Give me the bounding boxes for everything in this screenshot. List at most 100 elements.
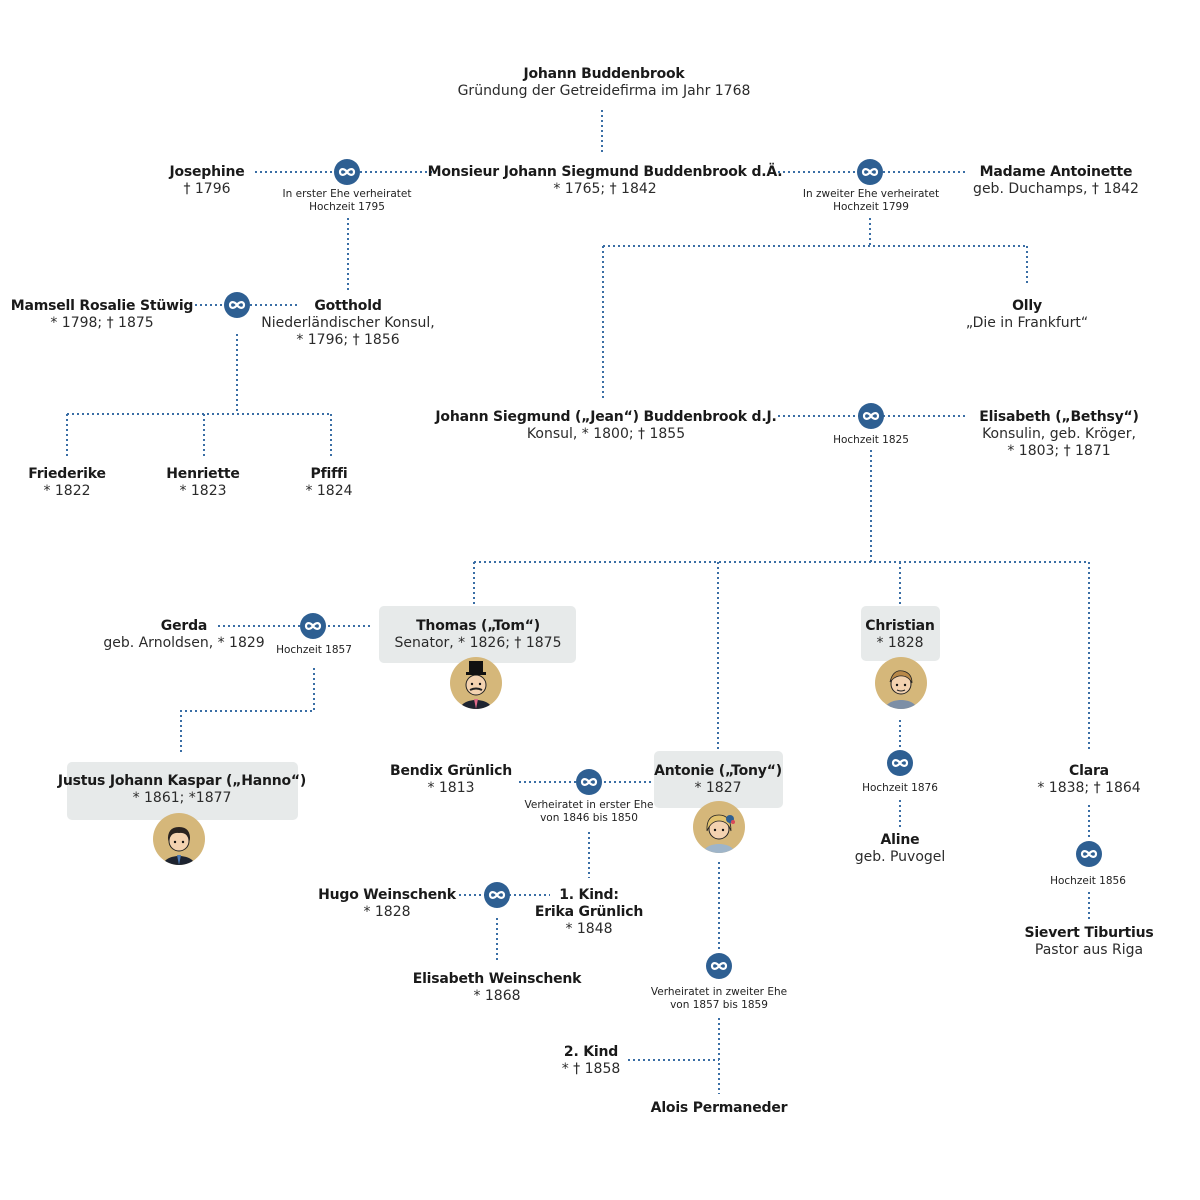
person-elisabeth-weinschenk: Elisabeth Weinschenk * 1868 xyxy=(413,971,582,1005)
person-info: * 1823 xyxy=(179,483,227,499)
caption-line: Hochzeit 1799 xyxy=(833,201,909,213)
person-info: * 1838; † 1864 xyxy=(1037,780,1141,796)
person-madame-antoinette: Madame Antoinette geb. Duchamps, † 1842 xyxy=(973,164,1139,198)
highlight-box-thomas xyxy=(379,606,576,663)
person-clara: Clara * 1838; † 1864 xyxy=(1037,763,1140,797)
person-jean-buddenbrook: Johann Siegmund („Jean“) Buddenbrook d.J… xyxy=(435,409,776,443)
person-info: * 1765; † 1842 xyxy=(553,181,657,197)
caption-line: In zweiter Ehe verheiratet xyxy=(802,188,940,200)
highlight-box-christian xyxy=(861,606,940,661)
person-info: * 1868 xyxy=(473,988,521,1004)
caption-line: Verheiratet in zweiter Ehe xyxy=(650,986,788,998)
person-name: Elisabeth („Bethsy“) xyxy=(979,409,1139,425)
caption-line: Hochzeit 1795 xyxy=(309,201,385,213)
person-aline: Aline geb. Puvogel xyxy=(855,832,946,866)
marriage-caption: Hochzeit 1876 xyxy=(862,782,938,795)
christian-portrait-icon xyxy=(875,657,927,709)
person-info: „Die in Frankfurt“ xyxy=(965,315,1089,331)
person-name: Justus Johann Kaspar („Hanno“) xyxy=(57,773,307,789)
person-monsieur-johann-siegmund: Monsieur Johann Siegmund Buddenbrook d.Ä… xyxy=(428,164,783,198)
person-gotthold: Gotthold Niederländischer Konsul, * 1796… xyxy=(261,298,434,349)
person-rosalie-stuewig: Mamsell Rosalie Stüwig * 1798; † 1875 xyxy=(11,298,194,332)
person-info: * 1824 xyxy=(305,483,353,499)
person-antonie-tony: Antonie („Tony“) * 1827 xyxy=(654,763,782,797)
person-name: Gotthold xyxy=(314,298,382,314)
person-name: Henriette xyxy=(166,466,240,482)
person-name: Monsieur Johann Siegmund Buddenbrook d.Ä… xyxy=(427,164,783,180)
person-info: * 1828 xyxy=(363,904,411,920)
person-name: Thomas („Tom“) xyxy=(416,618,540,634)
person-johann-buddenbrook: Johann Buddenbrook Gründung der Getreide… xyxy=(458,66,751,100)
person-name: Antonie („Tony“) xyxy=(654,763,782,779)
person-info: Konsulin, geb. Kröger, xyxy=(982,426,1136,442)
person-olly: Olly „Die in Frankfurt“ xyxy=(966,298,1088,332)
marriage-caption: Verheiratet in erster Ehe von 1846 bis 1… xyxy=(525,799,654,825)
person-name: Friederike xyxy=(28,466,106,482)
person-hanno: Justus Johann Kaspar („Hanno“) * 1861; *… xyxy=(58,773,306,807)
caption-line: In erster Ehe verheiratet xyxy=(282,188,412,200)
person-info: Pastor aus Riga xyxy=(1034,942,1144,958)
person-info: Niederländischer Konsul, xyxy=(261,315,435,331)
caption-line: Hochzeit 1876 xyxy=(862,782,938,794)
person-josephine: Josephine † 1796 xyxy=(169,164,244,198)
caption-line: Hochzeit 1857 xyxy=(276,644,352,656)
tony-portrait-icon xyxy=(693,801,745,853)
person-info: * 1822 xyxy=(43,483,91,499)
person-info: † 1796 xyxy=(183,181,231,197)
person-sievert-tiburtius: Sievert Tiburtius Pastor aus Riga xyxy=(1024,925,1153,959)
marriage-ring-icon xyxy=(576,769,602,795)
highlight-box-hanno xyxy=(67,762,298,820)
marriage-caption: In erster Ehe verheiratet Hochzeit 1795 xyxy=(283,188,412,214)
person-info: Gründung der Getreidefirma im Jahr 1768 xyxy=(457,83,751,99)
person-name: Clara xyxy=(1069,763,1109,779)
person-info: * 1828 xyxy=(876,635,924,651)
person-info: Erika Grünlich xyxy=(534,904,644,920)
marriage-ring-icon xyxy=(857,159,883,185)
person-name: Bendix Grünlich xyxy=(389,763,513,779)
caption-line: von 1857 bis 1859 xyxy=(670,999,768,1011)
person-info: * 1861; *1877 xyxy=(132,790,232,806)
top-hat-portrait-icon xyxy=(450,657,502,709)
caption-line: Verheiratet in erster Ehe xyxy=(524,799,654,811)
person-name: Johann Siegmund („Jean“) Buddenbrook d.J… xyxy=(435,409,777,425)
marriage-ring-icon xyxy=(887,750,913,776)
highlight-box-tony xyxy=(654,751,783,808)
person-info: * 1813 xyxy=(427,780,475,796)
person-hugo-weinschenk: Hugo Weinschenk * 1828 xyxy=(318,887,456,921)
person-info: * † 1858 xyxy=(561,1061,621,1077)
caption-line: Hochzeit 1825 xyxy=(833,434,909,446)
person-info: Senator, * 1826; † 1875 xyxy=(394,635,562,651)
person-thomas: Thomas („Tom“) Senator, * 1826; † 1875 xyxy=(395,618,562,652)
person-name: Olly xyxy=(1012,298,1042,314)
person-info: geb. Duchamps, † 1842 xyxy=(973,181,1139,197)
marriage-caption: Hochzeit 1857 xyxy=(276,644,352,657)
person-name: Johann Buddenbrook xyxy=(523,66,685,82)
person-info: * 1798; † 1875 xyxy=(50,315,154,331)
marriage-ring-icon xyxy=(334,159,360,185)
person-elisabeth-bethsy: Elisabeth („Bethsy“) Konsulin, geb. Krög… xyxy=(979,409,1139,460)
person-info: Konsul, * 1800; † 1855 xyxy=(526,426,686,442)
person-info: geb. Arnoldsen, * 1829 xyxy=(103,635,265,651)
person-name: Mamsell Rosalie Stüwig xyxy=(10,298,194,314)
person-name: Christian xyxy=(865,618,935,634)
person-gerda: Gerda geb. Arnoldsen, * 1829 xyxy=(103,618,264,652)
person-alois-permaneder: Alois Permaneder xyxy=(651,1100,788,1117)
person-christian: Christian * 1828 xyxy=(865,618,935,652)
person-name: Aline xyxy=(880,832,920,848)
person-name: Gerda xyxy=(160,618,208,634)
person-name: 2. Kind xyxy=(563,1044,619,1060)
marriage-caption: Hochzeit 1825 xyxy=(833,434,909,447)
person-name: Sievert Tiburtius xyxy=(1024,925,1154,941)
person-info: * 1803; † 1871 xyxy=(1007,443,1111,459)
person-info: geb. Puvogel xyxy=(854,849,946,865)
person-name: Josephine xyxy=(169,164,245,180)
marriage-caption: Hochzeit 1856 xyxy=(1050,875,1126,888)
caption-line: von 1846 bis 1850 xyxy=(540,812,638,824)
marriage-ring-icon xyxy=(224,292,250,318)
marriage-caption: In zweiter Ehe verheiratet Hochzeit 1799 xyxy=(803,188,939,214)
person-name: Elisabeth Weinschenk xyxy=(412,971,582,987)
marriage-ring-icon xyxy=(706,953,732,979)
marriage-caption: Verheiratet in zweiter Ehe von 1857 bis … xyxy=(651,986,787,1012)
